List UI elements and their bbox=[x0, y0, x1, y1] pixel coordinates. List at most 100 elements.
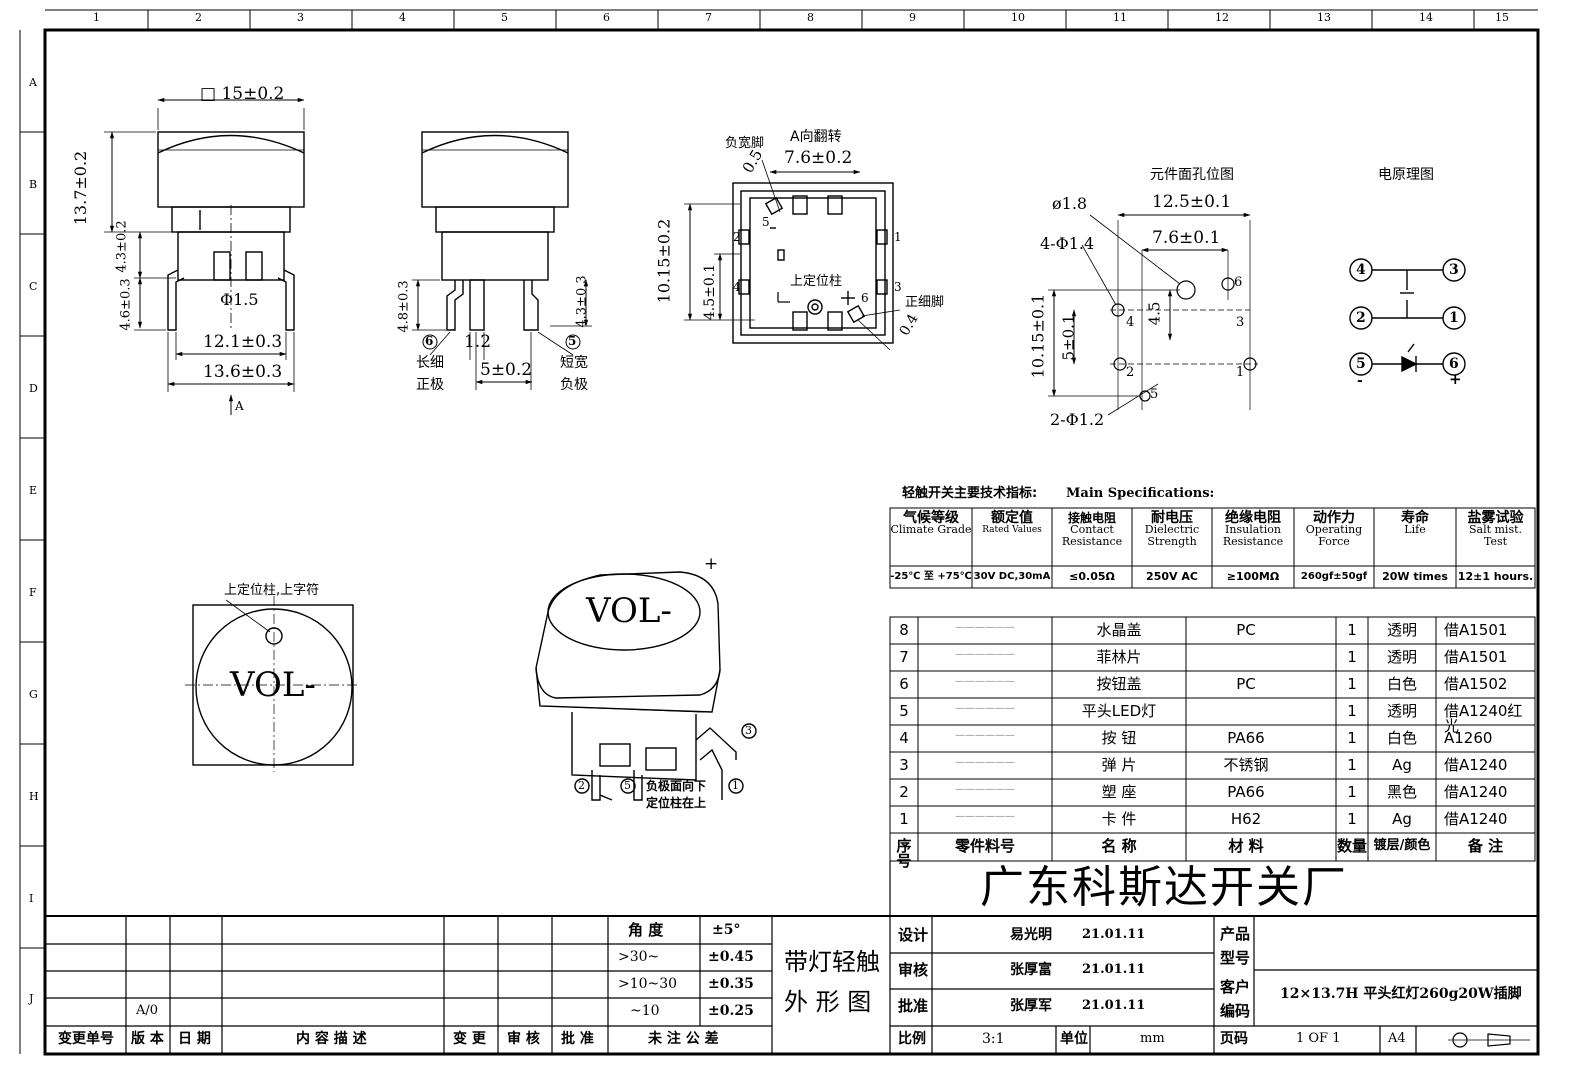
tol-value: ±0.45 bbox=[708, 949, 754, 965]
tol-range: >10~30 bbox=[618, 976, 678, 992]
ruler-col: 13 bbox=[1317, 11, 1331, 24]
bom-cell-no: 5 bbox=[899, 702, 909, 720]
ruler-col: 7 bbox=[705, 11, 712, 24]
bom-cell-note: 借A1240 bbox=[1444, 756, 1508, 774]
pin6-label: 6 bbox=[425, 334, 434, 348]
outer-frame bbox=[43, 28, 1540, 1056]
schematic-pin: 5 bbox=[1356, 356, 1366, 372]
ruler-row: J bbox=[29, 992, 34, 1005]
spec-value: 12±1 hours. bbox=[1457, 570, 1534, 583]
holes-4-label: 4-Φ1.4 bbox=[1040, 234, 1095, 253]
schematic-pin: 2 bbox=[1356, 310, 1366, 326]
bom-cell-note: 借A1240 bbox=[1444, 810, 1508, 828]
bom-header-material: 材 料 bbox=[1228, 837, 1264, 855]
bom-header-no: 序号 bbox=[896, 837, 912, 870]
ruler-row: C bbox=[29, 280, 38, 293]
spec-value: 20W times bbox=[1382, 570, 1448, 583]
bottom-pin: 5 bbox=[762, 215, 770, 229]
bom-cell-qty: 1 bbox=[1347, 810, 1357, 828]
bom-cell-name: 按钮盖 bbox=[1096, 675, 1142, 693]
iso-pin: 3 bbox=[745, 724, 752, 737]
bom-cell-note: 借A1240 bbox=[1444, 783, 1508, 801]
spec-heading-cn: 轻触开关主要技术指标: bbox=[902, 486, 1038, 501]
iso-pin: 5 bbox=[624, 779, 631, 792]
schematic-plus: + bbox=[1449, 370, 1462, 388]
bom-cell-part: —————— bbox=[955, 622, 1015, 633]
bom-cell-no: 4 bbox=[899, 729, 909, 747]
ruler-row: H bbox=[29, 790, 39, 803]
dim-45: 4.5 bbox=[1145, 301, 1164, 326]
bom-header-note: 备 注 bbox=[1467, 837, 1504, 855]
pin6-polarity: 正极 bbox=[416, 377, 444, 393]
front-view bbox=[104, 97, 305, 415]
top-view bbox=[185, 596, 360, 772]
tol-range: ~10 bbox=[630, 1003, 660, 1019]
dim-pin-left: 4.8±0.3 bbox=[396, 280, 412, 333]
bom-cell-name: 菲林片 bbox=[1096, 648, 1142, 666]
schematic-title: 电原理图 bbox=[1378, 167, 1434, 183]
rev-header: 版 本 bbox=[131, 1031, 164, 1047]
bom-cell-color: 透明 bbox=[1386, 621, 1417, 639]
schematic-pin: 4 bbox=[1356, 262, 1366, 278]
spec-value: 30V DC,30mA bbox=[973, 571, 1051, 582]
unit-label: 单位 bbox=[1060, 1031, 1088, 1047]
schematic-pin: 3 bbox=[1449, 262, 1459, 278]
dim-pitch: 5±0.2 bbox=[480, 360, 533, 380]
hole-pin: 4 bbox=[1126, 315, 1135, 330]
drawing-name: 带灯轻触 bbox=[784, 948, 880, 976]
rev-header: 日 期 bbox=[178, 1031, 211, 1047]
ruler-ticks bbox=[19, 9, 1538, 1054]
company-name: 广东科斯达开关厂 bbox=[980, 862, 1348, 913]
ruler-col: 3 bbox=[297, 11, 304, 24]
ruler-col: 11 bbox=[1113, 11, 1127, 24]
bom-cell-note: 借A1501 bbox=[1444, 648, 1508, 666]
dim-pin-width: 1.2 bbox=[464, 332, 492, 352]
bom-cell-part: —————— bbox=[955, 703, 1015, 714]
hole-view bbox=[1048, 212, 1258, 416]
bom-header-name: 名 称 bbox=[1101, 837, 1137, 855]
bom-cell-no: 6 bbox=[899, 675, 909, 693]
bom-cell-name: 平头LED灯 bbox=[1081, 702, 1157, 720]
rev-header: 变 更 bbox=[453, 1031, 486, 1047]
ruler-row: E bbox=[29, 484, 38, 497]
bom-cell-material: 不锈钢 bbox=[1223, 756, 1269, 774]
customer-label: 客户编码 bbox=[1220, 978, 1251, 1020]
iso-note: 定位柱在上 bbox=[646, 796, 707, 810]
side-view bbox=[412, 131, 592, 390]
tol-range: >30~ bbox=[618, 949, 660, 965]
bom-cell-color: 白色 bbox=[1386, 675, 1417, 693]
bom-cell-qty: 1 bbox=[1347, 702, 1357, 720]
page-label: 页码 bbox=[1220, 1031, 1248, 1047]
ruler-col: 10 bbox=[1011, 11, 1025, 24]
dim-width: □ 15±0.2 bbox=[200, 84, 285, 104]
bom-cell-color: 白色 bbox=[1386, 729, 1417, 747]
schematic-minus: - bbox=[1357, 373, 1363, 389]
design-date: 21.01.11 bbox=[1082, 927, 1146, 942]
bom-cell-note: 借A1501 bbox=[1444, 621, 1508, 639]
bom-cell-note: A1260 bbox=[1444, 729, 1493, 747]
ruler-row: B bbox=[29, 178, 38, 191]
rev-header: 变更单号 bbox=[58, 1031, 114, 1047]
bom-cell-no: 8 bbox=[899, 621, 909, 639]
bom-cell-color: Ag bbox=[1392, 810, 1412, 828]
ruler-col: 5 bbox=[501, 11, 508, 24]
view-a-title: A向翻转 bbox=[790, 129, 842, 145]
ruler-row: I bbox=[29, 892, 34, 905]
bom-cell-material: H62 bbox=[1230, 810, 1262, 828]
dim-center-hole: ø1.8 bbox=[1052, 194, 1088, 213]
tol-value: ±0.25 bbox=[708, 1003, 754, 1019]
angle-value: ±5° bbox=[712, 922, 741, 938]
bom-cell-part: —————— bbox=[955, 811, 1015, 822]
spec-value: -25℃ 至 +75℃ bbox=[890, 571, 972, 582]
approve-date: 21.01.11 bbox=[1082, 998, 1146, 1013]
ruler-col: 1 bbox=[93, 11, 100, 24]
bom-cell-color: Ag bbox=[1392, 756, 1412, 774]
bom-cell-part: —————— bbox=[955, 730, 1015, 741]
schematic-pin: 1 bbox=[1449, 310, 1459, 326]
design-name: 易光明 bbox=[1010, 927, 1052, 943]
bottom-pin: 2 bbox=[733, 230, 741, 244]
version-value: A/0 bbox=[136, 1003, 159, 1018]
bom-cell-qty: 1 bbox=[1347, 648, 1357, 666]
